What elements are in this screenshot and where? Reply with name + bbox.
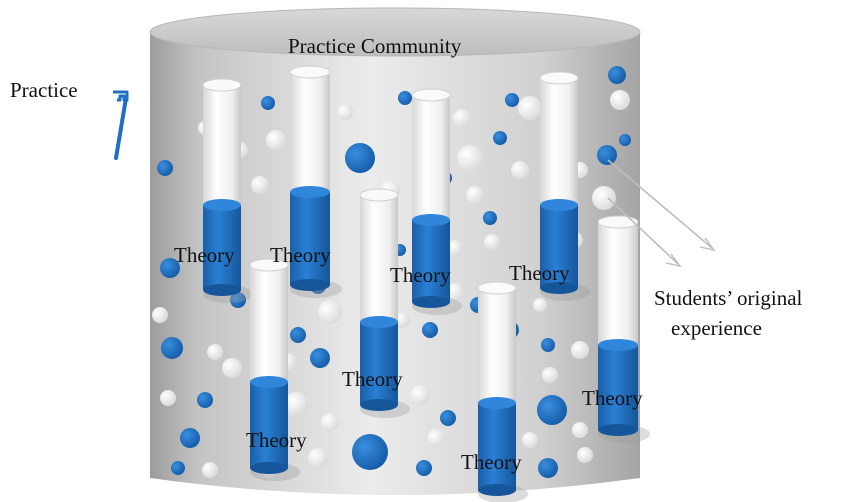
blue-dot: [197, 392, 213, 408]
practice-label: Practice: [10, 78, 78, 102]
white-dot: [308, 448, 328, 468]
theory-tube: [539, 71, 590, 301]
blue-dot: [483, 211, 497, 225]
theory-tube: [202, 78, 253, 303]
theory-label: Theory: [461, 450, 522, 474]
white-dot: [571, 341, 589, 359]
blue-dot: [290, 327, 306, 343]
blue-dot: [161, 337, 183, 359]
title-practice-community: Practice Community: [288, 34, 462, 58]
blue-dot: [310, 348, 330, 368]
white-dot: [466, 186, 484, 204]
blue-dot: [180, 428, 200, 448]
theory-labels: Theory Theory Theory Theory Theory Theor…: [174, 243, 643, 474]
experience-label-line2: experience: [671, 316, 762, 340]
white-dot: [152, 307, 168, 323]
white-dot: [610, 90, 630, 110]
experience-label-line1: Students’ original: [654, 286, 803, 310]
blue-dot: [597, 145, 617, 165]
theory-tube: [249, 258, 300, 481]
blue-dot: [345, 143, 375, 173]
blue-dot: [230, 292, 246, 308]
theory-label: Theory: [390, 263, 451, 287]
blue-dot: [505, 93, 519, 107]
blue-dot: [160, 258, 180, 278]
white-dot: [284, 392, 308, 416]
white-dot: [533, 298, 547, 312]
white-dot: [453, 109, 471, 127]
blue-dot: [493, 131, 507, 145]
white-dot: [518, 96, 542, 120]
blue-dot: [171, 461, 185, 475]
blue-dot: [537, 395, 567, 425]
blue-dot: [440, 410, 456, 426]
white-dot: [160, 390, 176, 406]
white-dot: [572, 422, 588, 438]
theory-label: Theory: [270, 243, 331, 267]
blue-dot: [157, 160, 173, 176]
blue-dot: [352, 434, 388, 470]
theory-tubes: [202, 65, 650, 502]
white-dot: [251, 176, 269, 194]
theory-label: Theory: [342, 367, 403, 391]
white-dot: [484, 234, 500, 250]
white-dot: [321, 413, 339, 431]
white-dot: [592, 186, 616, 210]
blue-dot: [261, 96, 275, 110]
white-dot: [511, 161, 529, 179]
white-dot: [457, 145, 483, 171]
theory-label: Theory: [582, 386, 643, 410]
blue-dot: [541, 338, 555, 352]
white-dot: [522, 432, 538, 448]
blue-dot: [398, 91, 412, 105]
white-dot: [337, 104, 353, 120]
theory-tube: [289, 65, 342, 298]
blue-dot: [416, 460, 432, 476]
blue-dot: [422, 322, 438, 338]
theory-label: Theory: [509, 261, 570, 285]
blue-dot: [608, 66, 626, 84]
blue-dot: [619, 134, 631, 146]
white-dot: [202, 462, 218, 478]
theory-tube: [477, 281, 528, 502]
theory-tube: [411, 88, 462, 315]
white-dot: [427, 429, 445, 447]
white-dot: [446, 283, 464, 301]
theory-tube: [597, 215, 650, 443]
white-dot: [410, 385, 430, 405]
theory-tube: [359, 188, 410, 418]
experience-arrows: [607, 159, 716, 268]
blue-dot: [538, 458, 558, 478]
white-dot: [542, 367, 558, 383]
theory-label: Theory: [174, 243, 235, 267]
practice-bracket-line: [113, 90, 129, 160]
white-dot: [207, 344, 223, 360]
white-dot: [266, 130, 286, 150]
white-dot: [447, 240, 463, 256]
theory-label: Theory: [246, 428, 307, 452]
white-dot: [222, 358, 242, 378]
white-dot: [577, 447, 593, 463]
white-dot: [318, 300, 342, 324]
